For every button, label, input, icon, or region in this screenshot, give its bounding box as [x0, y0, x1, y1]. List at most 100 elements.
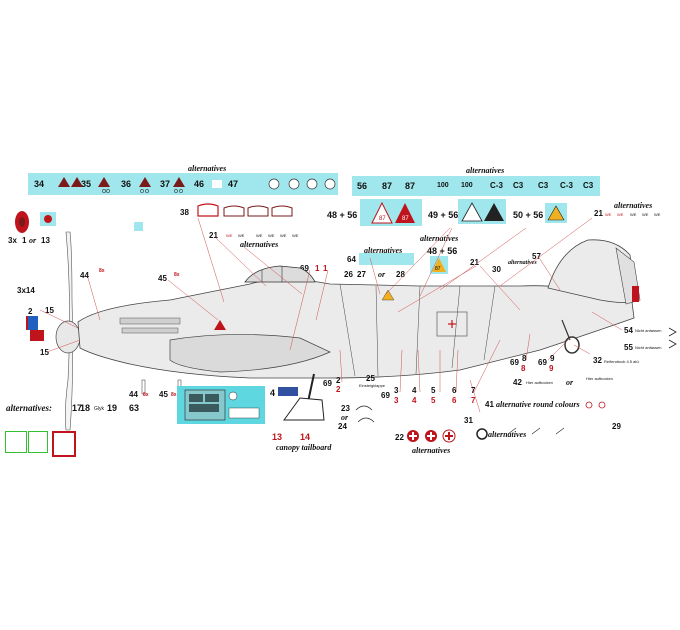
triangle-decal-icon	[98, 177, 110, 187]
or-1-13: or	[29, 236, 37, 245]
label-69-b: 69	[323, 379, 332, 388]
label-48-56-b: 48 + 56	[427, 246, 458, 256]
label-23: 23	[341, 404, 350, 413]
small-circle-icon	[174, 189, 178, 193]
glyk-text: Glyk	[94, 406, 104, 412]
decal-87b: 87	[405, 181, 416, 191]
label-21-c: 21	[470, 258, 479, 267]
warning-triangle-icon	[214, 320, 226, 330]
label-55: 55	[624, 343, 633, 352]
label-44-b: 44	[129, 390, 138, 399]
warning-triangles-48: 87 87	[371, 201, 415, 224]
label-18: 18	[80, 403, 91, 413]
cockpit-inset	[184, 389, 260, 421]
red-square-decal	[30, 330, 44, 341]
label-7-red: 7	[471, 396, 476, 405]
label-15-a: 15	[45, 306, 54, 315]
we-decal: WE	[642, 212, 649, 217]
warning-triangle-icon	[371, 201, 393, 224]
label-6: 6	[452, 386, 457, 395]
we-decal: WE	[268, 233, 275, 238]
canopy-tailboard-label: canopy tailboard	[276, 443, 332, 452]
chevron-right-icon	[668, 327, 677, 349]
label-1: 1	[22, 236, 27, 245]
or-27-28: or	[378, 270, 386, 279]
we-decal: WE	[654, 212, 661, 217]
label-32: 32	[593, 356, 602, 365]
label-5: 5	[431, 386, 436, 395]
stencil-25: Einsteigklappe	[359, 383, 386, 388]
alternatives-top-right: alternatives	[466, 166, 505, 175]
label-1-red-b: 1	[323, 264, 328, 273]
label-4-red: 4	[412, 396, 417, 405]
decal-47: 47	[228, 179, 239, 189]
label-2-red: 2	[336, 385, 341, 394]
label-3: 3	[394, 386, 399, 395]
svg-text:87: 87	[379, 216, 386, 222]
decal-37: 37	[160, 179, 171, 189]
warning-triangle-87: 87	[432, 258, 446, 272]
marker-6x-a: 8x	[99, 268, 105, 274]
label-54: 54	[624, 326, 633, 335]
label-15-b: 15	[40, 348, 49, 357]
small-circle-icon	[140, 189, 144, 193]
triangle-decal-icon	[58, 177, 70, 187]
warning-triangle-icon	[432, 258, 446, 272]
gauge-decal-icon	[306, 178, 318, 190]
svg-text:87: 87	[435, 266, 441, 272]
access-hatch	[436, 311, 468, 337]
label-7: 7	[471, 386, 476, 395]
alternatives-21: alternatives	[240, 240, 279, 249]
label-24: 24	[338, 422, 347, 431]
tail-fin	[547, 239, 637, 303]
we-decal: WE	[630, 212, 637, 217]
label-27: 27	[357, 270, 366, 279]
label-41: 41	[485, 400, 494, 409]
label-38: 38	[180, 208, 189, 217]
blue-decal-4	[278, 387, 298, 396]
decal-strip-right	[352, 176, 600, 196]
canopy-tailboard-icon	[283, 373, 325, 421]
decal-34: 34	[34, 179, 45, 189]
decal-64-panel	[359, 253, 414, 265]
gauge-decal-icon	[324, 178, 336, 190]
triangle-decal-icon	[71, 177, 83, 187]
exhaust	[121, 327, 179, 334]
label-30: 30	[492, 265, 501, 274]
label-49-56: 49 + 56	[428, 210, 459, 220]
label-26: 26	[344, 270, 353, 279]
label-4-b: 4	[412, 386, 417, 395]
label-64: 64	[347, 255, 356, 264]
label-31: 31	[464, 416, 473, 425]
nicht-anfassen-a: Nicht anfassen	[635, 328, 662, 333]
exhaust	[119, 317, 181, 325]
strip-left-glyphs	[58, 177, 336, 193]
decal-c3a: C-3	[490, 181, 503, 190]
small-circle-icon	[102, 189, 106, 193]
fuel-decal-green-b	[28, 431, 48, 453]
blue-stripe-decal	[26, 316, 38, 330]
label-21-a: 21	[209, 231, 218, 240]
fuel-decal-red	[52, 431, 76, 457]
reifendruck-text: Reifendruck 4.5 atü	[604, 359, 639, 364]
decal-c3c: C3	[538, 181, 549, 190]
we-decal: WE	[256, 233, 263, 238]
alternatives-top-left: alternatives	[188, 164, 227, 173]
tail-wheel	[564, 336, 580, 354]
label-50-56: 50 + 56	[513, 210, 544, 220]
red-cross-decals	[407, 429, 456, 443]
label-17: 17	[72, 403, 83, 413]
small-cyan-square	[134, 222, 143, 231]
label-57: 57	[532, 252, 541, 261]
small-circle-icon	[145, 189, 149, 193]
alternatives-21-right: alternatives	[614, 201, 653, 210]
label-3x14: 3x14	[17, 286, 35, 295]
canopy	[244, 265, 316, 283]
label-5-red: 5	[431, 396, 436, 405]
propeller	[65, 231, 73, 431]
marker-6x-b: 8x	[174, 272, 180, 278]
round-decal-1	[44, 215, 52, 223]
alternatives-30: alternatives	[508, 260, 537, 266]
warning-triangle-icon	[461, 202, 483, 222]
label-44-a: 44	[80, 271, 89, 280]
